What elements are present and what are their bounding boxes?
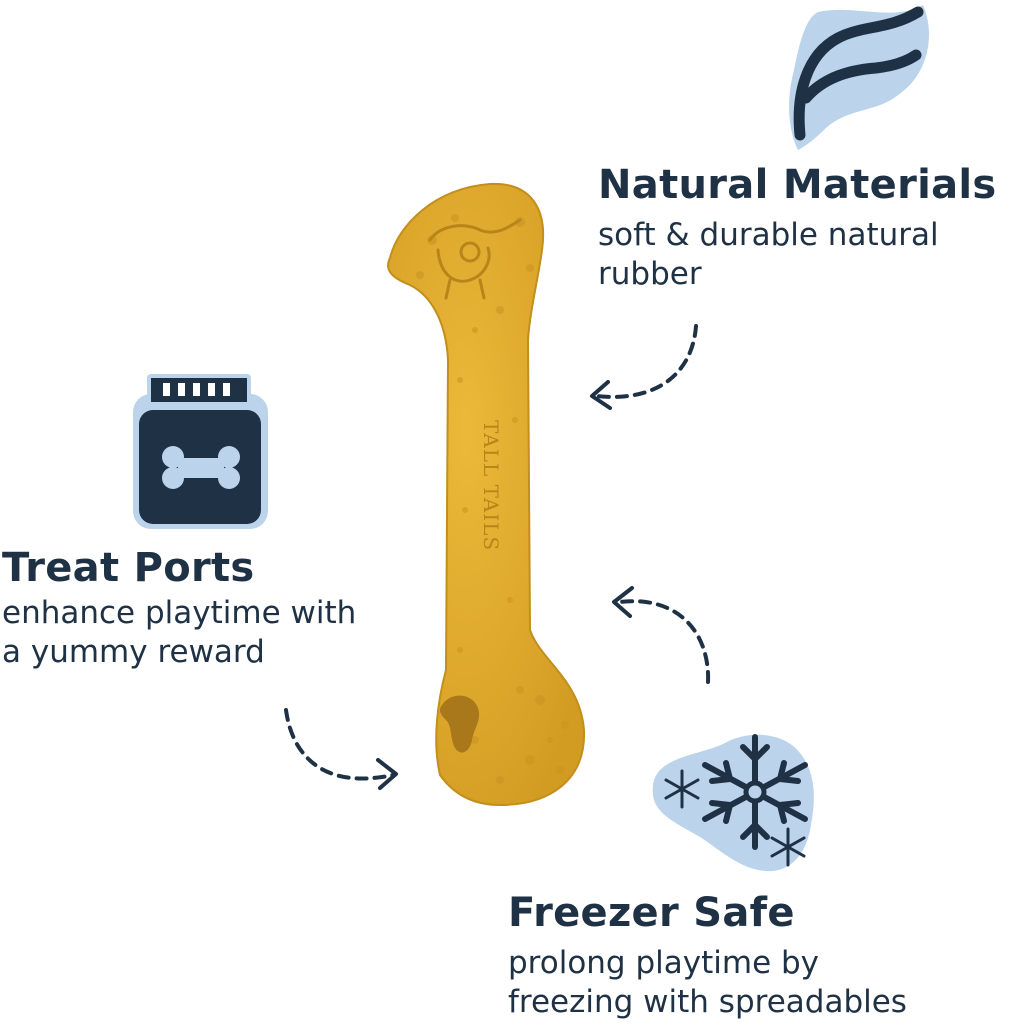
treat-ports-title: Treat Ports — [2, 545, 255, 591]
treat-ports-desc-line-2: a yummy reward — [2, 634, 265, 670]
natural-materials-desc-line-2: rubber — [598, 256, 702, 292]
arrow-treat-ports — [278, 700, 408, 800]
arrow-natural-materials — [578, 318, 708, 418]
freezer-safe-desc-line-1: prolong playtime by — [508, 945, 820, 981]
arrow-freezer-safe — [600, 580, 720, 690]
bone-toy: TALL TAILS — [380, 180, 590, 820]
treat-ports-desc-line-1: enhance playtime with — [2, 595, 357, 631]
natural-materials-title: Natural Materials — [598, 162, 997, 208]
treat-jar-icon — [133, 374, 268, 529]
natural-materials-desc-line-1: soft & durable natural — [598, 217, 939, 253]
toy-imprint-text: TALL TAILS — [479, 420, 503, 551]
freezer-safe-title: Freezer Safe — [508, 890, 795, 936]
freezer-safe-desc-line-2: freezing with spreadables — [508, 984, 907, 1020]
leaf-icon — [778, 0, 938, 150]
snowflake-icon — [650, 725, 820, 875]
freezer-safe-desc: prolong playtime by freezing with spread… — [508, 944, 907, 1022]
treat-ports-desc: enhance playtime with a yummy reward — [2, 594, 356, 672]
natural-materials-desc: soft & durable natural rubber — [598, 216, 939, 294]
